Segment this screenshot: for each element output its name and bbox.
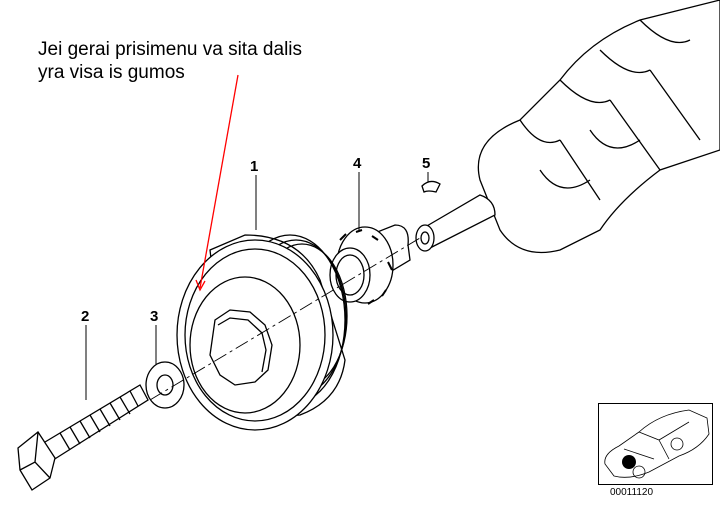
part-number-1: 1	[250, 158, 259, 175]
vehicle-location-inset	[598, 403, 713, 485]
key-part	[421, 180, 441, 193]
annotation-line-2: yra visa is gumos	[38, 62, 185, 83]
washer-part	[145, 361, 185, 409]
sprocket-part	[329, 224, 411, 305]
part-number-3: 3	[150, 308, 159, 325]
diagram-code: 00011120	[610, 487, 654, 498]
part-number-4: 4	[353, 155, 362, 172]
part-number-5: 5	[422, 155, 431, 172]
annotation-line-1: Jei gerai prisimenu va sita dalis	[38, 39, 303, 60]
location-marker-icon	[622, 455, 636, 469]
part-number-2: 2	[81, 308, 90, 325]
crankshaft	[415, 0, 720, 254]
pulley-part	[176, 234, 348, 431]
bolt-part	[17, 384, 149, 491]
car-icon	[604, 409, 710, 479]
